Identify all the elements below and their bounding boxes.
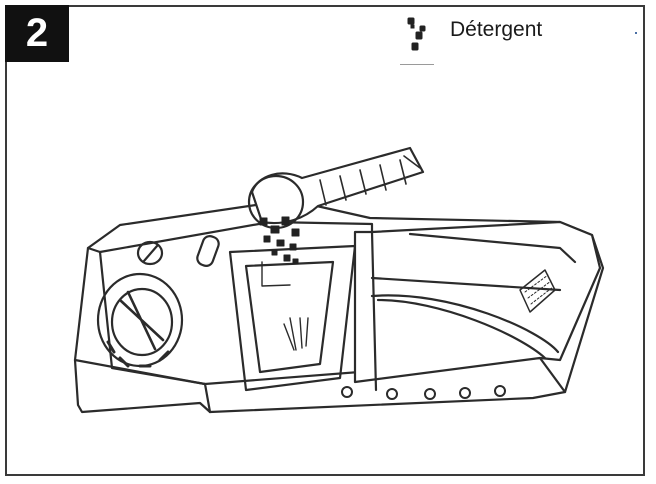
lid-hinge-tabs	[341, 385, 506, 400]
detergent-granules-icon	[407, 17, 426, 51]
rinse-aid-dial	[96, 272, 184, 368]
legend-divider	[400, 64, 434, 65]
legend-mark	[635, 32, 637, 34]
lid-grip	[519, 269, 556, 313]
legend-label: Détergent	[450, 18, 543, 41]
indicator-window	[136, 240, 164, 266]
left-panel	[98, 250, 207, 386]
detergent-legend: Détergent	[400, 12, 640, 65]
falling-granules	[259, 216, 300, 265]
detergent-cup	[228, 244, 357, 392]
vent-slot	[196, 235, 220, 267]
dispenser-lid	[353, 220, 602, 392]
step-number-badge: 2	[5, 5, 69, 62]
